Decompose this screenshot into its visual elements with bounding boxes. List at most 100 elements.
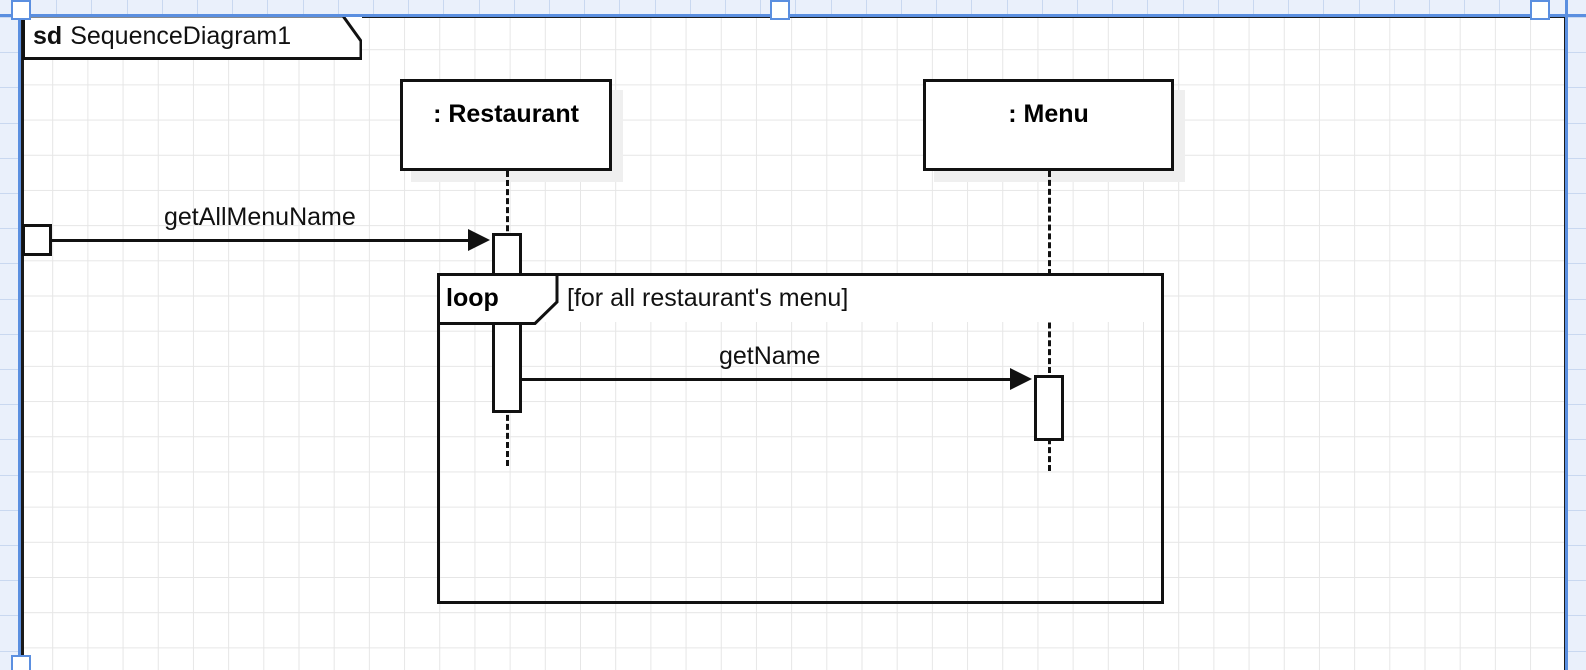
ruler-tick (162, 0, 163, 16)
ruler-tick (0, 193, 18, 194)
activation-bar-source[interactable] (22, 224, 52, 256)
lifeline-label-restaurant: : Restaurant (433, 100, 579, 128)
ruler-tick (1394, 0, 1395, 16)
ruler-tick (584, 0, 585, 16)
ruler-tick (1568, 439, 1586, 440)
ruler-tick (1007, 0, 1008, 16)
ruler-tick (760, 0, 761, 16)
ruler-tick (56, 0, 57, 16)
ruler-tick (338, 0, 339, 16)
ruler-tick (0, 87, 18, 88)
ruler-tick (866, 0, 867, 16)
ruler-tick (655, 0, 656, 16)
ruler-tick (1568, 475, 1586, 476)
ruler-tick (1568, 510, 1586, 511)
ruler-tick (1183, 0, 1184, 16)
ruler-tick (0, 439, 18, 440)
ruler-tick (1288, 0, 1289, 16)
ruler-tick (1464, 0, 1465, 16)
diagram-kind-label: sd (33, 22, 63, 50)
ruler-tick (1568, 87, 1586, 88)
ruler-tick (1568, 334, 1586, 335)
ruler-tick (725, 0, 726, 16)
ruler-tick (1568, 193, 1586, 194)
ruler-tick (971, 0, 972, 16)
ruler-tick (549, 0, 550, 16)
ruler-tick (0, 123, 18, 124)
ruler-tick (1568, 615, 1586, 616)
lifeline-head-menu[interactable]: : Menu (923, 79, 1174, 171)
ruler-tick (1568, 545, 1586, 546)
message-line-getName[interactable] (520, 378, 1010, 381)
ruler-tick (1218, 0, 1219, 16)
lifeline-label-menu: : Menu (1008, 100, 1089, 128)
ruler-tick (1568, 17, 1586, 18)
fragment-operator-tab (437, 273, 559, 325)
canvas-grid (21, 17, 1565, 670)
ruler-tick (1359, 0, 1360, 16)
lifeline-head-restaurant[interactable]: : Restaurant (400, 79, 612, 171)
ruler-tick (408, 0, 409, 16)
ruler-tick (1042, 0, 1043, 16)
ruler-tick (619, 0, 620, 16)
ruler-tick (479, 0, 480, 16)
message-arrowhead-getName (1010, 368, 1032, 390)
ruler-tick (1568, 228, 1586, 229)
ruler-right[interactable] (1568, 0, 1586, 670)
activation-bar-menu[interactable] (1034, 375, 1064, 441)
ruler-tick (0, 52, 18, 53)
ruler-tick (1568, 299, 1586, 300)
ruler-tick (831, 0, 832, 16)
ruler-tick (0, 17, 18, 18)
ruler-tick (0, 545, 18, 546)
ruler-tick (0, 615, 18, 616)
ruler-tick (0, 228, 18, 229)
selection-border-right (1565, 0, 1568, 670)
ruler-tick (443, 0, 444, 16)
ruler-tick (690, 0, 691, 16)
ruler-tick (0, 158, 18, 159)
ruler-tick (936, 0, 937, 16)
ruler-tick (0, 299, 18, 300)
ruler-left[interactable] (0, 0, 18, 670)
selection-handle-bottom-left[interactable] (11, 655, 31, 670)
ruler-tick (127, 0, 128, 16)
fragment-operator-label: loop (446, 284, 499, 312)
ruler-tick (1077, 0, 1078, 16)
ruler-tick (0, 651, 18, 652)
ruler-tick (267, 0, 268, 16)
ruler-tick (1568, 369, 1586, 370)
ruler-tick (1147, 0, 1148, 16)
ruler-tick (0, 510, 18, 511)
ruler-tick (1499, 0, 1500, 16)
selection-handle-top-center[interactable] (770, 0, 790, 20)
diagram-title-tab (22, 16, 362, 60)
ruler-tick (1568, 651, 1586, 652)
ruler-tick (1429, 0, 1430, 16)
ruler-tick (1568, 123, 1586, 124)
ruler-tick (901, 0, 902, 16)
message-label-getAllMenuName: getAllMenuName (164, 203, 356, 231)
combined-fragment-loop[interactable] (437, 273, 1164, 604)
message-arrowhead-getAllMenuName (468, 229, 490, 251)
ruler-tick (0, 334, 18, 335)
selection-handle-top-right[interactable] (1530, 0, 1550, 20)
ruler-tick (1568, 52, 1586, 53)
ruler-tick (91, 0, 92, 16)
ruler-tick (0, 580, 18, 581)
ruler-tick (514, 0, 515, 16)
message-line-getAllMenuName[interactable] (50, 239, 478, 242)
ruler-tick (1568, 158, 1586, 159)
ruler-tick (1568, 404, 1586, 405)
ruler-tick (1568, 580, 1586, 581)
diagram-name-label: SequenceDiagram1 (70, 22, 292, 50)
ruler-tick (0, 369, 18, 370)
selection-handle-top-left[interactable] (11, 0, 31, 20)
selection-border-left (18, 0, 21, 670)
ruler-tick (0, 263, 18, 264)
ruler-tick (0, 475, 18, 476)
fragment-header-mask (440, 276, 1161, 322)
ruler-tick (0, 404, 18, 405)
